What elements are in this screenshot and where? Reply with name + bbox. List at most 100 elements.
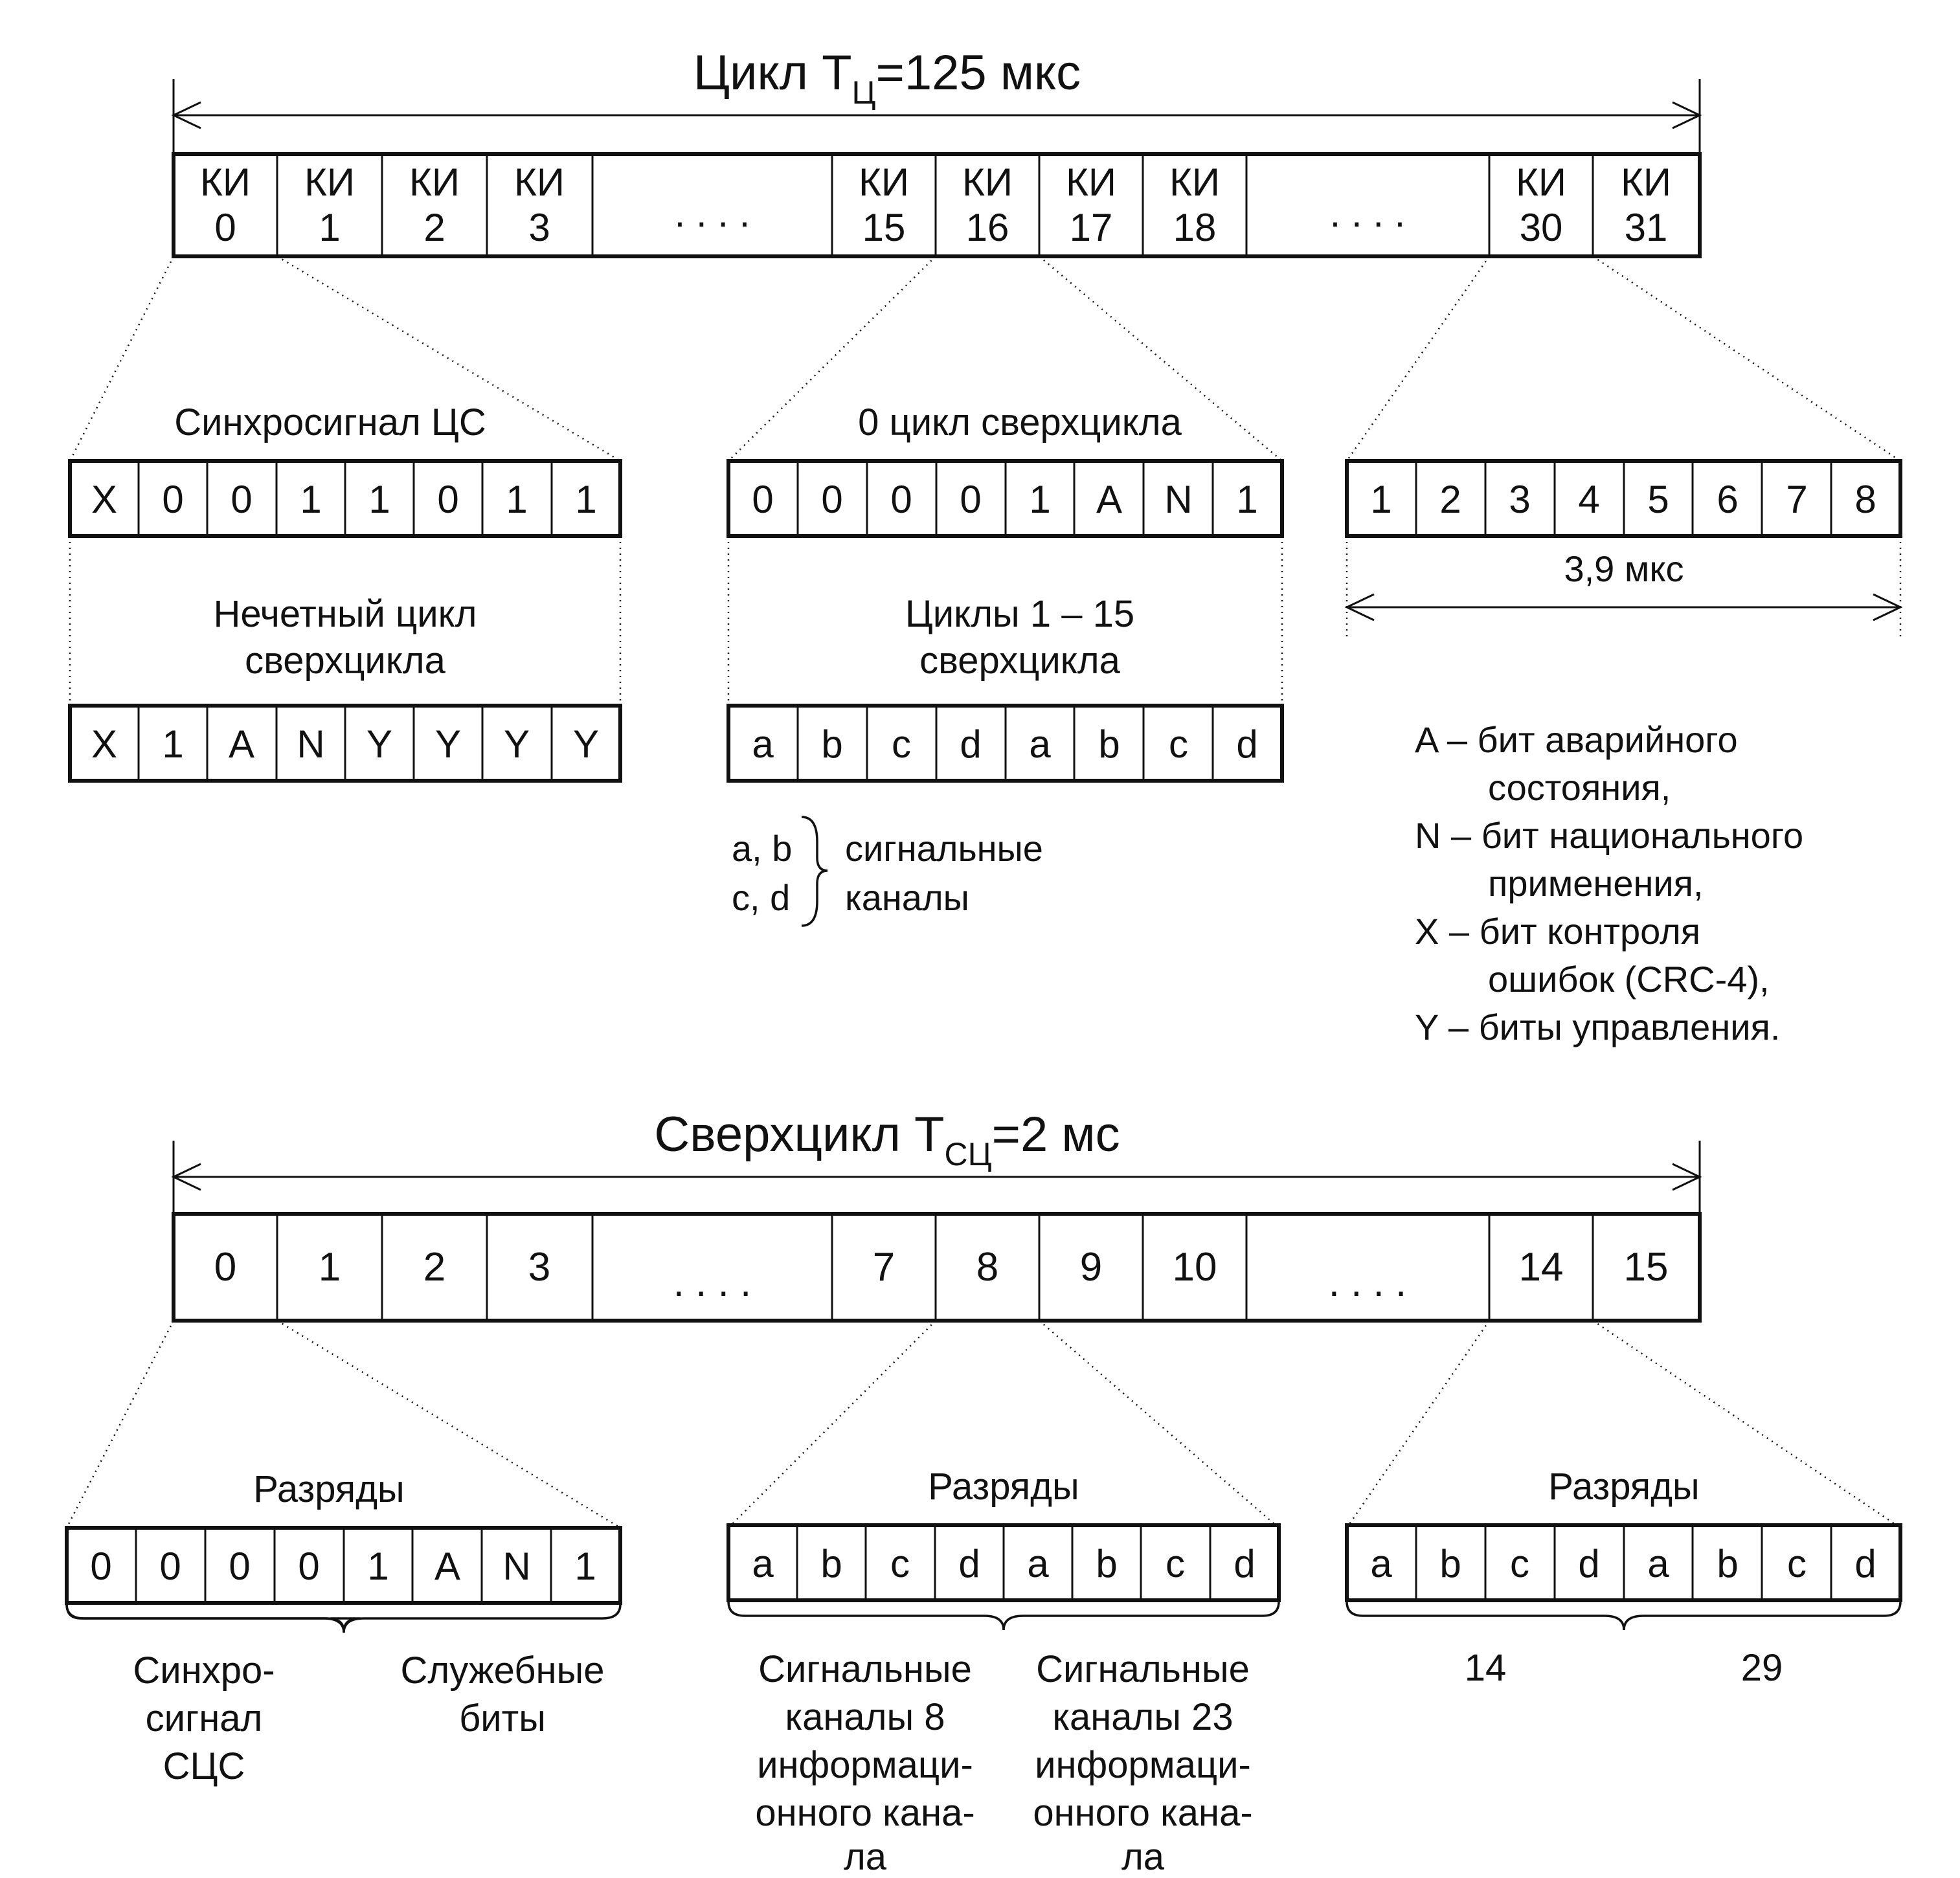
bit: b: [820, 1542, 842, 1585]
caption-line: СЦС: [163, 1745, 245, 1787]
bit: 0: [90, 1545, 111, 1588]
bit: 1: [1370, 478, 1391, 521]
sf8-left-caption: Сигнальные каналы 8 информаци- онного ка…: [755, 1648, 974, 1878]
sf15-bit-labels: a b c d a b c d: [1370, 1542, 1876, 1585]
bit: Y: [504, 722, 530, 766]
sf8-brace-left: [727, 1601, 1005, 1631]
bit: a: [1647, 1542, 1669, 1585]
cycle-title: Цикл TЦ=125 мкс: [693, 45, 1081, 111]
caption-line: ла: [1121, 1836, 1165, 1878]
cycle-7: 7: [873, 1245, 895, 1290]
bit: 1: [1236, 478, 1257, 521]
ts0-odd-label-2: сверхцикла: [245, 640, 446, 682]
sf8-bits: [727, 1523, 1281, 1602]
sf0-left-caption: Синхро- сигнал СЦС: [133, 1649, 275, 1787]
timeslot-ki-15-num: 15: [862, 206, 906, 249]
timeslot-ki-18-top: КИ: [1169, 161, 1220, 204]
signal-note-brace: [801, 816, 828, 927]
bit: a: [752, 722, 774, 766]
bit: c: [1169, 722, 1188, 766]
bit: c: [1166, 1542, 1185, 1585]
cycle-timeslot-labels: КИ 0 КИ 1 КИ 2 КИ 3 . . . . КИ 15 КИ 16 …: [200, 161, 1671, 249]
ts16-cycles-bits: [727, 704, 1284, 783]
bit: A: [229, 722, 254, 766]
timeslot-ki-31-top: КИ: [1621, 161, 1671, 204]
bit: 0: [437, 478, 458, 521]
legend: A – бит аварийного состояния, N – бит на…: [1415, 719, 1803, 1047]
caption-line: информаци-: [757, 1744, 973, 1786]
ts0-sync-bits: [68, 459, 622, 538]
bit: 1: [300, 478, 321, 521]
ts0-odd-bits: [68, 704, 622, 783]
sf15-left-caption: 14: [1465, 1647, 1507, 1689]
ts30-bit-labels: 1 2 3 4 5 6 7 8: [1370, 478, 1876, 521]
caption-line: сигнал: [146, 1697, 263, 1739]
bit: 0: [960, 478, 981, 521]
caption-line: биты: [459, 1697, 546, 1739]
ts16-cycles-label-1: Циклы 1 – 15: [905, 593, 1134, 635]
legend-line: N – бит национального: [1415, 815, 1803, 856]
bit: d: [958, 1542, 980, 1585]
bit: A: [1096, 478, 1122, 521]
sf15-label: Разряды: [1548, 1466, 1700, 1508]
sf8-bit-labels: a b c d a b c d: [752, 1542, 1255, 1585]
bit: 2: [1439, 478, 1461, 521]
cycle-3: 3: [528, 1245, 550, 1290]
timeslot-ki-0-num: 0: [214, 206, 236, 249]
sf0-brace-left-b: [65, 1604, 345, 1633]
ts16-cycles-bit-labels: a b c d a b c d: [752, 722, 1257, 766]
bit: Y: [435, 722, 461, 766]
bit: N: [1164, 478, 1192, 521]
timeslot-ki-16-top: КИ: [962, 161, 1013, 204]
caption-line: каналы 23: [1052, 1696, 1233, 1738]
caption-line: онного кана-: [755, 1792, 974, 1834]
bit: 0: [159, 1545, 181, 1588]
cycle-9: 9: [1080, 1245, 1102, 1290]
superframe-cycle-labels: 0 1 2 3 . . . . 7 8 9 10 . . . . 14 15: [214, 1245, 1669, 1305]
sf0-brace-right: [343, 1604, 622, 1633]
signal-note-ab: a, b: [732, 828, 792, 869]
timeslot-ki-3-num: 3: [528, 206, 550, 249]
ts16-signal-note: a, b c, d сигнальные каналы: [732, 816, 1043, 927]
timeslot-ki-17-top: КИ: [1066, 161, 1116, 204]
caption-line: каналы 8: [785, 1696, 945, 1738]
sf8-right-caption: Сигнальные каналы 23 информаци- онного к…: [1033, 1648, 1252, 1878]
sf0-bit-labels: 0 0 0 0 1 A N 1: [90, 1545, 596, 1588]
bit: A: [434, 1545, 460, 1588]
cycle-0: 0: [214, 1245, 236, 1290]
bit: d: [1236, 722, 1257, 766]
cycle-ellipsis-2: . . . .: [1329, 1260, 1407, 1305]
timeslot-ki-17-num: 17: [1070, 206, 1113, 249]
sf0-right-caption: Служебные биты: [401, 1649, 605, 1739]
sf0-bits: [65, 1526, 622, 1605]
ts0-sync-bit-labels: X 0 0 1 1 0 1 1: [91, 478, 597, 521]
legend-line: применения,: [1488, 863, 1704, 904]
ts30-bit-row: [1345, 459, 1902, 538]
bit: 4: [1578, 478, 1599, 521]
caption-line: ла: [844, 1836, 887, 1878]
bit: Y: [573, 722, 599, 766]
sf0-label: Разряды: [253, 1468, 405, 1510]
bit: 1: [575, 478, 596, 521]
cycle-1: 1: [319, 1245, 341, 1290]
bit: N: [297, 722, 324, 766]
bit: 0: [229, 1545, 250, 1588]
timeslot-ki-1-num: 1: [319, 206, 340, 249]
bit: b: [821, 722, 842, 766]
ts30-duration: 3,9 мкс: [1564, 548, 1684, 589]
ts0-odd-bit-labels: X 1 A N Y Y Y Y: [91, 722, 599, 766]
bit: 7: [1786, 478, 1807, 521]
bit: 6: [1717, 478, 1738, 521]
bit: 0: [821, 478, 842, 521]
timeslot-ki-2-num: 2: [423, 206, 445, 249]
sf8-brace-right: [1002, 1601, 1280, 1631]
timeslot-ki-3-top: КИ: [514, 161, 565, 204]
ts0-odd-label-1: Нечетный цикл: [213, 593, 477, 635]
signal-note-text-1: сигнальные: [845, 828, 1043, 869]
cycle-8: 8: [976, 1245, 998, 1290]
timeslot-ki-16-num: 16: [966, 206, 1009, 249]
caption-line: Сигнальные: [1036, 1648, 1250, 1690]
bit: 1: [1029, 478, 1050, 521]
ts16-cycle0-bit-labels: 0 0 0 0 1 A N 1: [752, 478, 1257, 521]
